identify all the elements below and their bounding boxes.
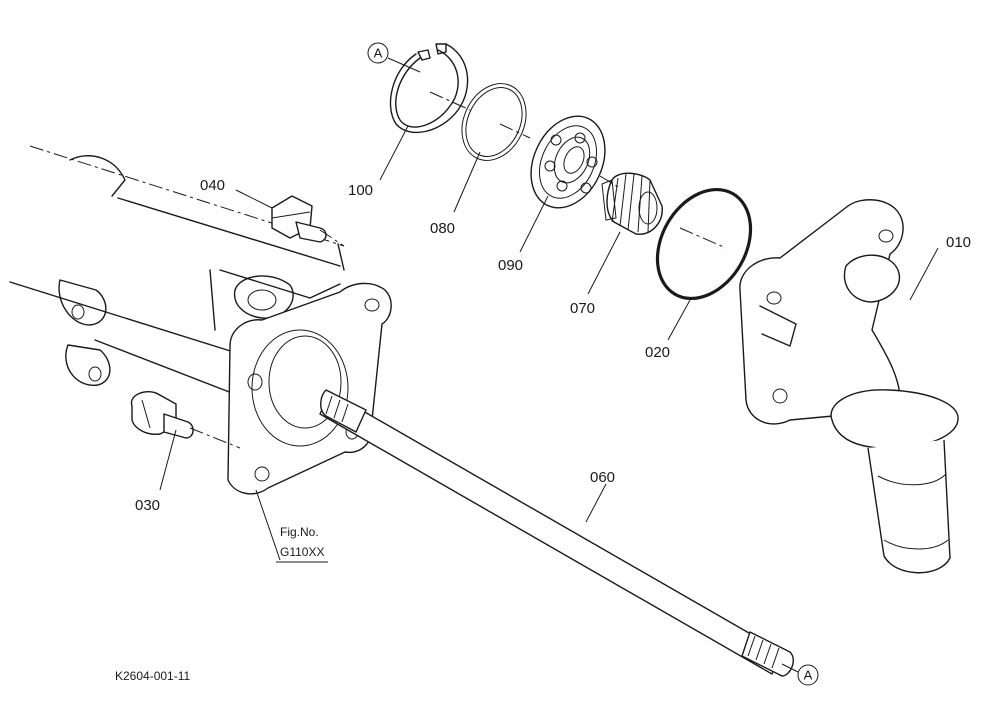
bearing-090-drawing (530, 115, 606, 209)
label-part-090: 090 (498, 257, 523, 274)
ring-080-drawing (461, 83, 527, 161)
label-part-070: 070 (570, 300, 595, 317)
circlip-100-drawing (389, 43, 469, 134)
label-part-060: 060 (590, 469, 615, 486)
drawing-code: K2604-001-11 (115, 669, 190, 683)
label-part-040: 040 (200, 177, 225, 194)
callout-a-bottom-letter: A (804, 668, 813, 683)
label-part-080: 080 (430, 220, 455, 237)
plug-040-drawing (271, 195, 327, 243)
leader-lines (159, 57, 939, 673)
label-part-020: 020 (645, 344, 670, 361)
housing-body (9, 145, 392, 495)
label-part-030: 030 (135, 497, 160, 514)
gear-case-010-drawing (739, 199, 959, 574)
callout-a-top: A (367, 42, 389, 64)
fig-ref-line1: Fig.No. (280, 525, 319, 539)
plug-030-drawing (130, 390, 194, 439)
o-ring-020-drawing (655, 187, 753, 301)
label-part-100: 100 (348, 182, 373, 199)
label-part-010: 010 (946, 234, 971, 251)
axis-lines (189, 91, 727, 449)
callout-a-bottom: A (797, 664, 819, 686)
callout-a-top-letter: A (374, 46, 383, 61)
shaft-060-drawing (319, 389, 794, 677)
fig-ref-line2: G110XX (280, 545, 324, 559)
